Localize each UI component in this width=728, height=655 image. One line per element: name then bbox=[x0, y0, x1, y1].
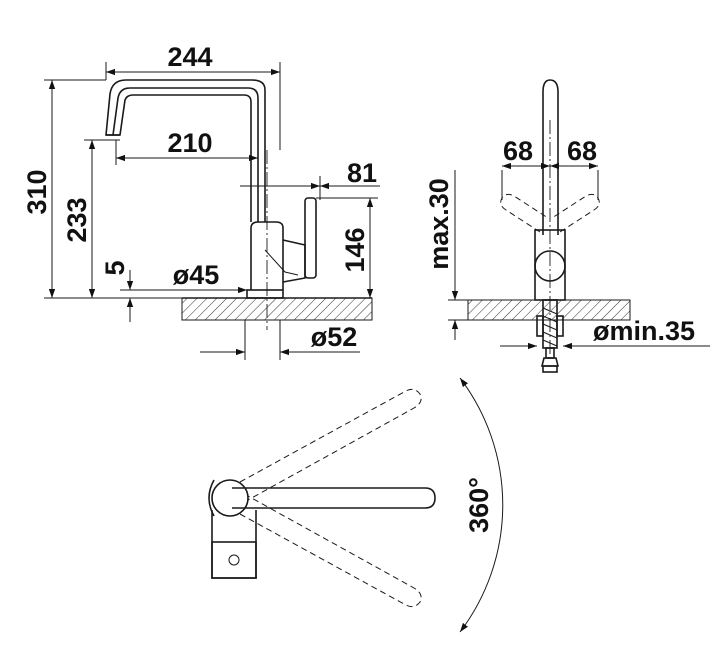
side-handle bbox=[304, 197, 317, 279]
dim-max30-label: max.30 bbox=[424, 178, 454, 270]
top-view: 360° bbox=[208, 377, 504, 633]
dim-68-left-label: 68 bbox=[503, 136, 533, 166]
side-countertop bbox=[181, 297, 373, 321]
front-shank bbox=[536, 299, 564, 373]
top-spout bbox=[232, 487, 436, 509]
side-base bbox=[246, 289, 284, 299]
dim-5-label: 5 bbox=[100, 260, 130, 275]
dim-233-label: 233 bbox=[62, 197, 92, 242]
dim-o52-label: ø52 bbox=[311, 322, 358, 352]
dim-244-label: 244 bbox=[167, 42, 212, 72]
front-view: 68 68 max.30 ømin.35 bbox=[424, 79, 710, 373]
dim-68-right-label: 68 bbox=[567, 136, 597, 166]
side-view: 244 210 81 310 233 146 5 ø45 bbox=[22, 42, 380, 360]
dim-310-label: 310 bbox=[22, 169, 52, 214]
dim-146-label: 146 bbox=[340, 227, 370, 272]
dim-o45-label: ø45 bbox=[173, 260, 220, 290]
dim-omin35-label: ømin.35 bbox=[593, 316, 695, 346]
dim-210-label: 210 bbox=[167, 128, 212, 158]
dim-81-label: 81 bbox=[347, 158, 377, 188]
rotation-360-label: 360° bbox=[464, 477, 494, 533]
rotation-arc bbox=[459, 377, 504, 633]
front-spout bbox=[542, 79, 559, 235]
top-hub bbox=[211, 479, 249, 517]
